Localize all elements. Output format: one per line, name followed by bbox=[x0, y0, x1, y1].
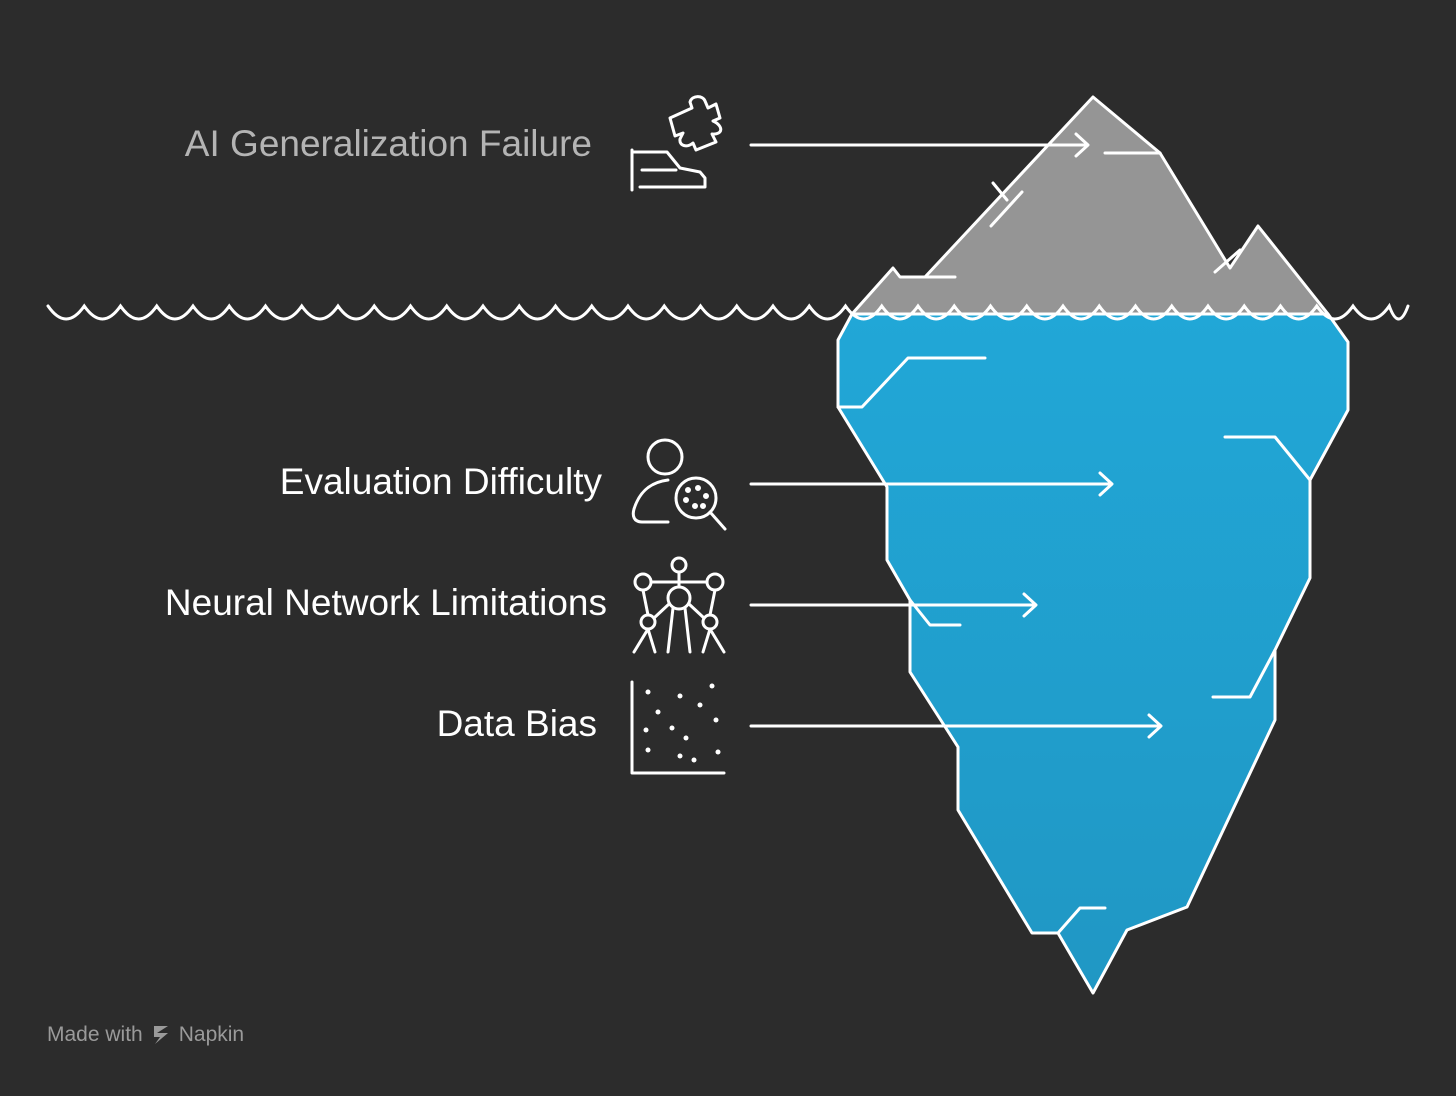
puzzle-hand-icon bbox=[630, 95, 723, 192]
footer-prefix: Made with bbox=[47, 1023, 143, 1046]
waterline bbox=[46, 302, 1410, 321]
arrow-generalization bbox=[749, 132, 1090, 158]
scatter-plot-icon bbox=[630, 680, 726, 775]
arrow-neural-network bbox=[749, 592, 1038, 618]
iceberg-facet-lines bbox=[836, 151, 1312, 935]
napkin-logo-icon bbox=[151, 1024, 171, 1046]
item-data-bias: Data Bias bbox=[0, 702, 597, 746]
iceberg-tip bbox=[850, 95, 1330, 316]
arrows bbox=[749, 132, 1163, 739]
arrow-data-bias bbox=[749, 713, 1163, 739]
item-neural-network: Neural Network Limitations bbox=[0, 581, 607, 625]
arrow-evaluation bbox=[749, 471, 1114, 497]
network-structure-icon bbox=[632, 556, 726, 654]
item-label-generalization: AI Generalization Failure bbox=[184, 123, 592, 164]
item-label-neural-network: Neural Network Limitations bbox=[164, 582, 607, 623]
made-with-napkin-badge[interactable]: Made with Napkin bbox=[47, 1020, 244, 1050]
item-generalization: AI Generalization Failure bbox=[0, 122, 592, 166]
item-evaluation: Evaluation Difficulty bbox=[0, 460, 602, 504]
footer-brand: Napkin bbox=[178, 1023, 245, 1046]
item-label-data-bias: Data Bias bbox=[436, 703, 597, 744]
item-label-evaluation: Evaluation Difficulty bbox=[279, 461, 602, 502]
person-magnifier-icon bbox=[631, 438, 727, 531]
